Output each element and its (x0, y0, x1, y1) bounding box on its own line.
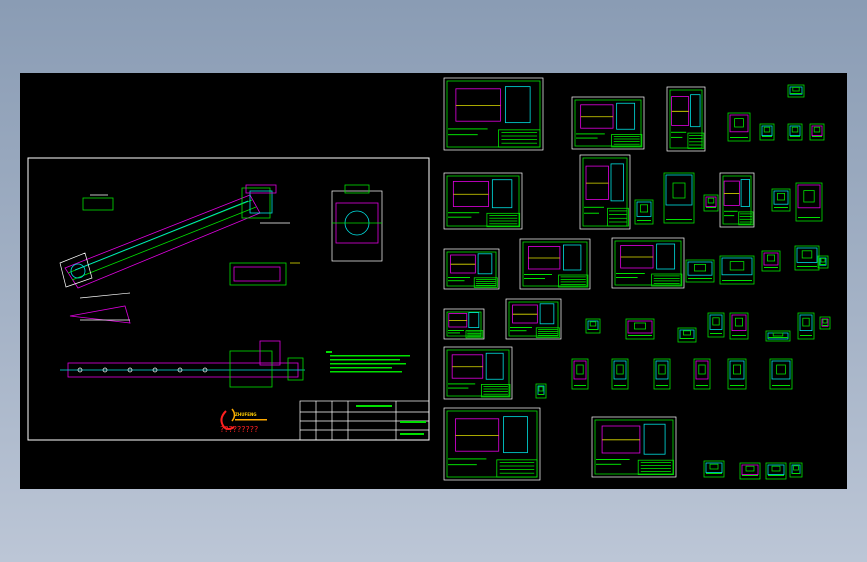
detail-sheet[interactable] (819, 316, 831, 330)
conveyor-elevation (59, 184, 300, 324)
detail-sheet[interactable] (787, 84, 805, 98)
title-block (299, 400, 430, 441)
detail-sheet[interactable] (625, 318, 655, 340)
detail-sheets-grid (443, 77, 831, 481)
detail-sheet[interactable] (739, 462, 761, 480)
detail-sheet[interactable] (795, 182, 823, 222)
detail-sheet[interactable] (727, 112, 751, 142)
detail-sheet[interactable] (769, 358, 793, 390)
detail-sheet[interactable] (765, 462, 787, 480)
detail-sheet[interactable] (817, 255, 829, 269)
detail-sheet[interactable] (787, 123, 803, 141)
detail-sheet[interactable] (443, 248, 500, 290)
detail-sheet[interactable] (771, 188, 791, 212)
detail-sheet[interactable] (585, 318, 601, 334)
detail-sheet[interactable] (611, 358, 629, 390)
detail-sheet[interactable] (693, 358, 711, 390)
cad-model-space[interactable]: ZHUFENG ????????? (20, 73, 847, 489)
technical-notes (326, 351, 410, 373)
detail-sheet[interactable] (809, 123, 825, 141)
detail-sheet[interactable] (707, 312, 725, 338)
detail-sheet[interactable] (443, 172, 523, 230)
detail-sheet[interactable] (765, 330, 791, 342)
detail-sheet[interactable] (579, 154, 631, 230)
detail-sheet[interactable] (571, 358, 589, 390)
main-sheet[interactable]: ZHUFENG ????????? (27, 157, 430, 441)
detail-sheet[interactable] (719, 255, 755, 285)
detail-sheet[interactable] (611, 237, 685, 289)
detail-sheet[interactable] (443, 77, 544, 151)
detail-sheet[interactable] (443, 346, 513, 400)
detail-sheet[interactable] (727, 358, 747, 390)
detail-sheet[interactable] (505, 298, 562, 340)
logo-subtitle: ????????? (220, 425, 258, 434)
cad-drawing: ZHUFENG ????????? (27, 77, 831, 481)
main-sheet-border (27, 157, 430, 441)
detail-sheet[interactable] (653, 358, 671, 390)
detail-sheet[interactable] (634, 199, 654, 225)
detail-sheet[interactable] (759, 123, 775, 141)
detail-sheet[interactable] (703, 194, 719, 212)
logo-brand: ZHUFENG (235, 412, 257, 417)
detail-sheet[interactable] (685, 259, 715, 283)
conveyor-plan-view (60, 340, 305, 388)
detail-sheet[interactable] (443, 308, 485, 340)
detail-sheet[interactable] (663, 172, 695, 224)
conveyor-side-view (331, 184, 383, 262)
detail-sheet[interactable] (666, 86, 706, 152)
detail-sheet[interactable] (719, 172, 755, 228)
detail-sheet[interactable] (789, 462, 803, 478)
detail-sheet[interactable] (443, 407, 541, 481)
company-logo: ZHUFENG ????????? (220, 408, 267, 434)
detail-sheet[interactable] (591, 416, 677, 478)
detail-sheet[interactable] (535, 383, 547, 399)
detail-sheet[interactable] (677, 327, 697, 343)
detail-sheet[interactable] (729, 312, 749, 340)
detail-sheet[interactable] (794, 245, 820, 271)
detail-sheet[interactable] (761, 250, 781, 272)
detail-sheet[interactable] (703, 460, 725, 478)
detail-sheet[interactable] (519, 238, 591, 290)
detail-sheet[interactable] (797, 312, 815, 340)
detail-sheet[interactable] (571, 96, 645, 150)
